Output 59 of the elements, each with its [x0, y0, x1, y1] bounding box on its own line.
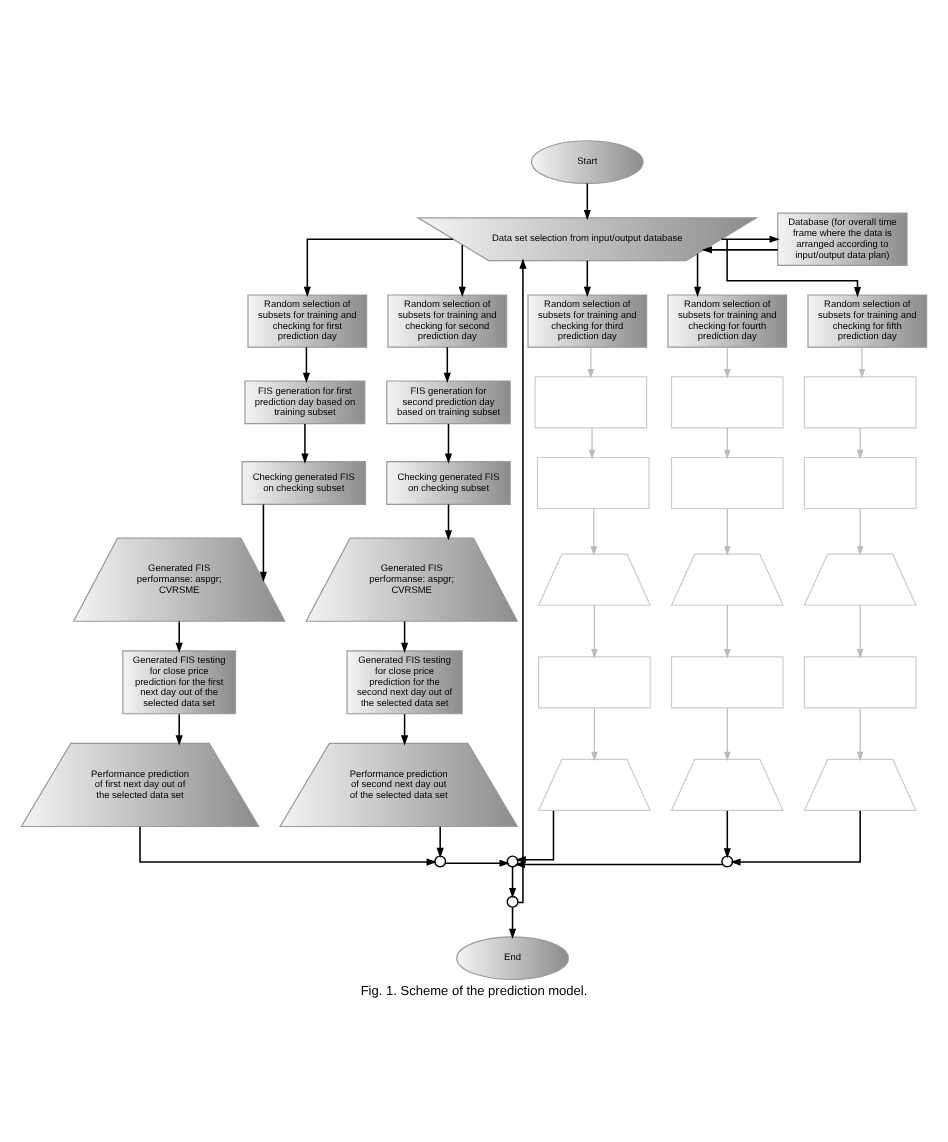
arrow: [723, 345, 731, 378]
arrow: [723, 426, 731, 459]
arrow: [175, 619, 183, 653]
arrow: [401, 712, 409, 745]
arrow: [436, 825, 444, 858]
arrow: [858, 345, 866, 378]
node-box: [670, 455, 784, 509]
arrow: [444, 858, 510, 866]
node-box: [534, 375, 648, 428]
arrow: [730, 808, 861, 865]
arrow: [723, 507, 731, 555]
arrow: [723, 604, 731, 658]
arrow: [856, 706, 864, 761]
arrow: [587, 345, 595, 378]
node-circle: [506, 894, 519, 907]
arrow: [444, 422, 453, 463]
arrow: [259, 502, 267, 581]
node-trapezoid: [537, 757, 652, 811]
arrow: [583, 258, 591, 297]
arrow: [303, 237, 454, 297]
node-box: [803, 655, 917, 708]
arrow: [302, 345, 310, 382]
arrow: [726, 237, 862, 297]
arrow: [723, 706, 731, 761]
node-box: [538, 655, 651, 708]
node-circle: [506, 854, 519, 867]
node-trapezoid: [803, 552, 917, 605]
node-trapezoid: [670, 552, 784, 605]
arrow: [509, 865, 517, 898]
arrow: [301, 422, 309, 463]
arrow: [856, 507, 864, 555]
arrow: [458, 243, 466, 297]
node-box: [803, 455, 917, 509]
arrow: [856, 604, 864, 658]
arrow: [583, 181, 591, 220]
arrow: [693, 252, 702, 296]
node-circle: [434, 854, 447, 867]
arrow: [856, 426, 864, 459]
node-box: [670, 375, 784, 428]
node-box: [670, 655, 784, 708]
arrow: [591, 604, 598, 658]
node-box: [536, 455, 650, 509]
node-circle: [721, 854, 734, 867]
arrow: [723, 809, 731, 858]
node-box: [803, 375, 917, 428]
node-trapezoid: [537, 552, 652, 605]
arrow: [175, 712, 183, 745]
arrow: [590, 507, 598, 555]
arrow: [444, 502, 453, 540]
arrow: [591, 706, 598, 761]
arrow: [509, 905, 517, 938]
node-trapezoid: [803, 757, 917, 811]
node-trapezoid: [670, 757, 784, 811]
arrow: [401, 619, 409, 653]
arrow: [139, 824, 437, 865]
arrow: [443, 345, 451, 382]
arrow: [720, 234, 780, 242]
arrow: [701, 245, 779, 253]
arrow: [588, 426, 596, 459]
